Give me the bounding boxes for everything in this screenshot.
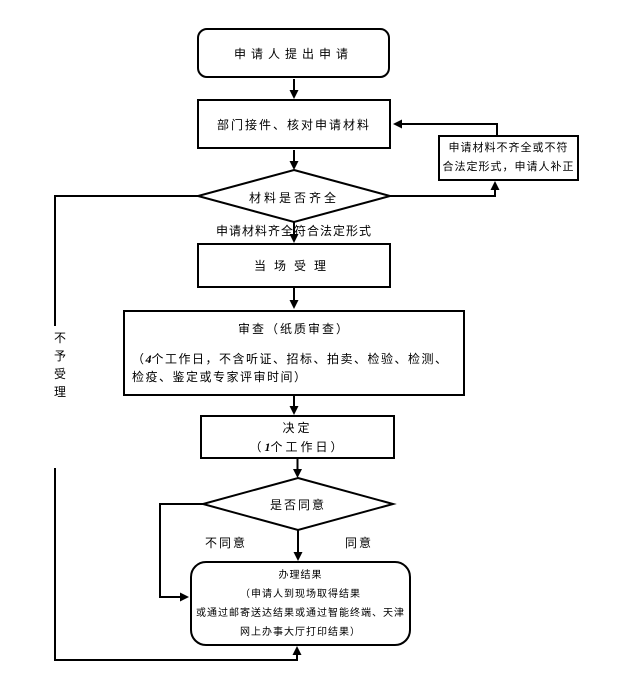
review-note-rest: 个工作日，不含听证、招标、拍卖、检验、检测、检疫、鉴定或专家评审时间） (132, 352, 449, 384)
node-accept: 当场受理 (197, 243, 391, 288)
node-result: 办理结果 （申请人到现场取得结果 或通过邮寄送达结果或通过智能终端、天津 网上办… (190, 561, 411, 646)
arrow-material-check-to-accept (289, 222, 299, 243)
edge-label-qualified: 申请材料齐全符合法定形式 (215, 224, 372, 238)
decision-note-open: （ (249, 440, 265, 454)
node-correction-line1: 申请材料不齐全或不符 (448, 142, 569, 154)
node-result-line3: 或通过邮寄送达结果或通过智能终端、天津 (196, 608, 405, 619)
node-review: 审查（纸质审查） （4个工作日，不含听证、招标、拍卖、检验、检测、检疫、鉴定或专… (123, 310, 465, 396)
node-accept-label: 当场受理 (253, 259, 334, 273)
review-note-open: （ (132, 352, 146, 366)
path-to-correction-box (390, 181, 500, 197)
node-result-line4: 网上办事大厅打印结果） (240, 627, 361, 638)
node-start-label: 申请人提出申请 (233, 46, 353, 61)
decision-note-rest: 个工作日） (270, 440, 346, 454)
node-decision: 决定 （1个工作日） (200, 415, 395, 459)
edge-label-disagree: 不同意 (205, 536, 248, 550)
node-result-line1: 办理结果 (278, 570, 323, 581)
node-correction: 申请材料不齐全或不符 合法定形式，申请人补正 (438, 135, 579, 181)
node-receive-check-label: 部门接件、核对申请材料 (216, 117, 371, 132)
disagree-path (159, 503, 203, 602)
decision-note-days: 1 (264, 440, 271, 454)
node-receive-check: 部门接件、核对申请材料 (197, 99, 391, 149)
arrow-review-to-decision (289, 396, 299, 415)
arrow-decision-to-agree-check (293, 459, 302, 478)
arrow-agree-check-to-result (293, 530, 303, 561)
edge-label-reject-vertical: 不予受理 (54, 331, 67, 399)
node-start: 申请人提出申请 (197, 28, 390, 78)
node-result-line2: （申请人到现场取得结果 (240, 589, 361, 600)
review-note-days: 4 (145, 352, 152, 366)
material-check-diamond-label: 材料是否齐全 (248, 191, 339, 205)
arrow-receive-to-material-check (289, 150, 299, 170)
node-decision-note: （1个工作日） (202, 438, 393, 457)
node-decision-title: 决定 (282, 421, 313, 435)
reject-path-lower-segment (54, 468, 302, 661)
path-correction-to-receive (393, 119, 498, 135)
agree-check-diamond-label: 是否同意 (269, 498, 326, 512)
node-review-title: 审查（纸质审查） (237, 322, 350, 336)
node-review-note: （4个工作日，不含听证、招标、拍卖、检验、检测、检疫、鉴定或专家评审时间） (132, 350, 456, 386)
edge-label-agree: 同意 (345, 536, 374, 550)
reject-path-upper-segment (54, 195, 198, 326)
node-correction-line2: 合法定形式，申请人补正 (442, 161, 575, 173)
arrow-accept-to-review (289, 288, 299, 309)
arrow-start-to-receive (289, 79, 299, 99)
